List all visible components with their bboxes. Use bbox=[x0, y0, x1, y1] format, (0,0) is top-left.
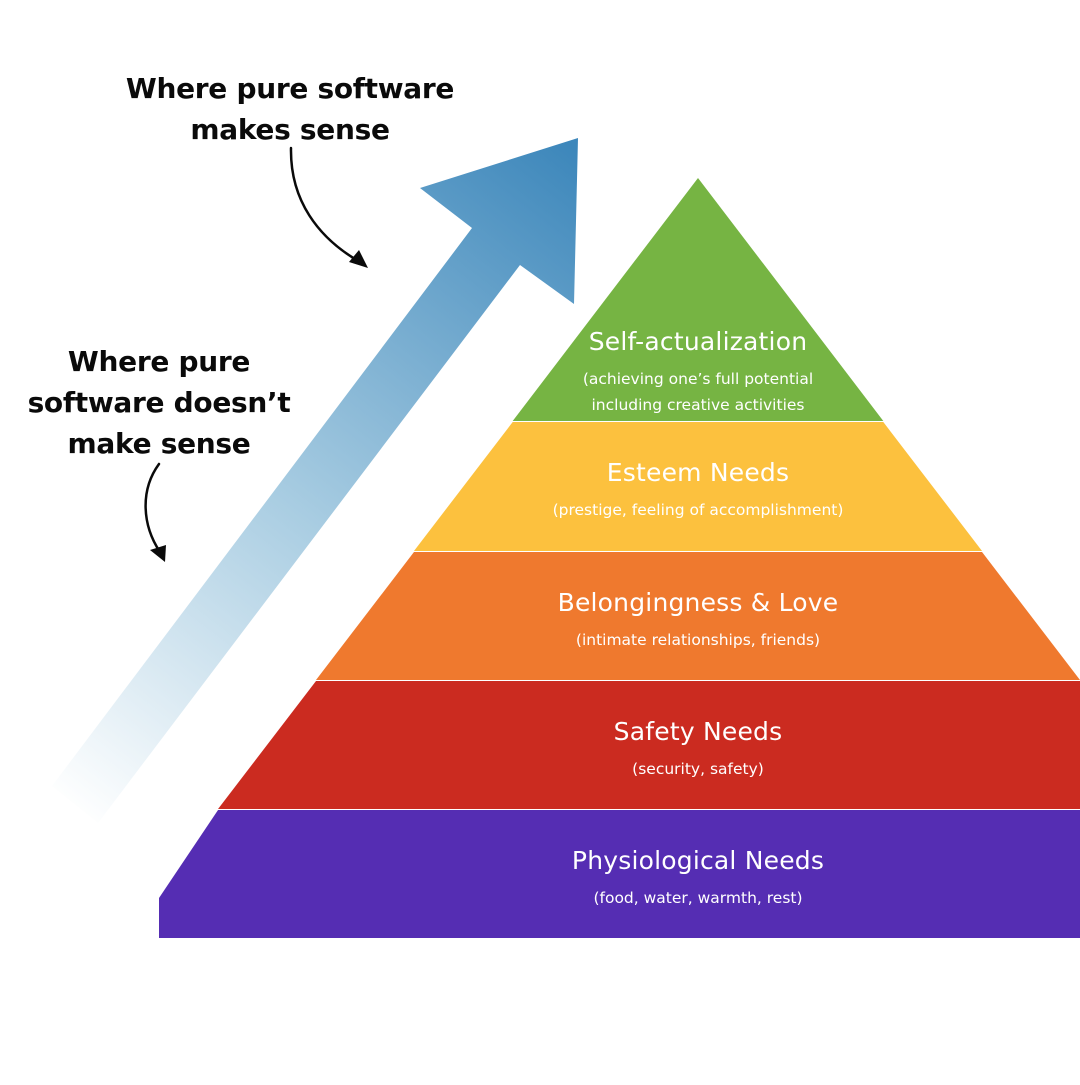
top-annotation-arrow bbox=[289, 146, 368, 268]
tier-title-self-actualization: Self-actualization bbox=[589, 327, 808, 356]
tier-subtitle-safety-needs: (security, safety) bbox=[632, 760, 764, 778]
tier-safety-needs bbox=[218, 681, 1080, 809]
tier-subtitle-self-actualization: including creative activities bbox=[591, 396, 804, 414]
tier-subtitle-self-actualization: (achieving one’s full potential bbox=[583, 370, 813, 388]
pyramid: Self-actualization (achieving one’s full … bbox=[159, 178, 1080, 938]
tier-title-physiological-needs: Physiological Needs bbox=[572, 846, 824, 875]
annotation-left-line-3: make sense bbox=[67, 427, 251, 460]
tier-belongingness-and-love bbox=[316, 552, 1080, 680]
tier-title-safety-needs: Safety Needs bbox=[614, 717, 783, 746]
annotation-left-line-1: Where pure bbox=[67, 345, 251, 378]
tier-physiological-needs bbox=[159, 810, 1080, 938]
annotation-top: Where pure software makes sense bbox=[100, 68, 480, 150]
tier-subtitle-belongingness-and-love: (intimate relationships, friends) bbox=[576, 631, 820, 649]
annotation-top-line-2: makes sense bbox=[190, 113, 390, 146]
tier-subtitle-physiological-needs: (food, water, warmth, rest) bbox=[593, 889, 802, 907]
tier-self-actualization bbox=[512, 178, 884, 421]
tier-subtitle-esteem-needs: (prestige, feeling of accomplishment) bbox=[553, 501, 844, 519]
annotation-left-line-2: software doesn’t bbox=[27, 386, 291, 419]
growth-arrow bbox=[52, 138, 578, 823]
tier-esteem-needs bbox=[413, 422, 983, 551]
tier-title-belongingness-and-love: Belongingness & Love bbox=[558, 588, 839, 617]
left-annotation-arrow bbox=[144, 462, 166, 562]
tier-title-esteem-needs: Esteem Needs bbox=[607, 458, 789, 487]
annotation-left: Where pure software doesn’t make sense bbox=[0, 341, 318, 464]
annotation-top-line-1: Where pure software bbox=[125, 72, 455, 105]
